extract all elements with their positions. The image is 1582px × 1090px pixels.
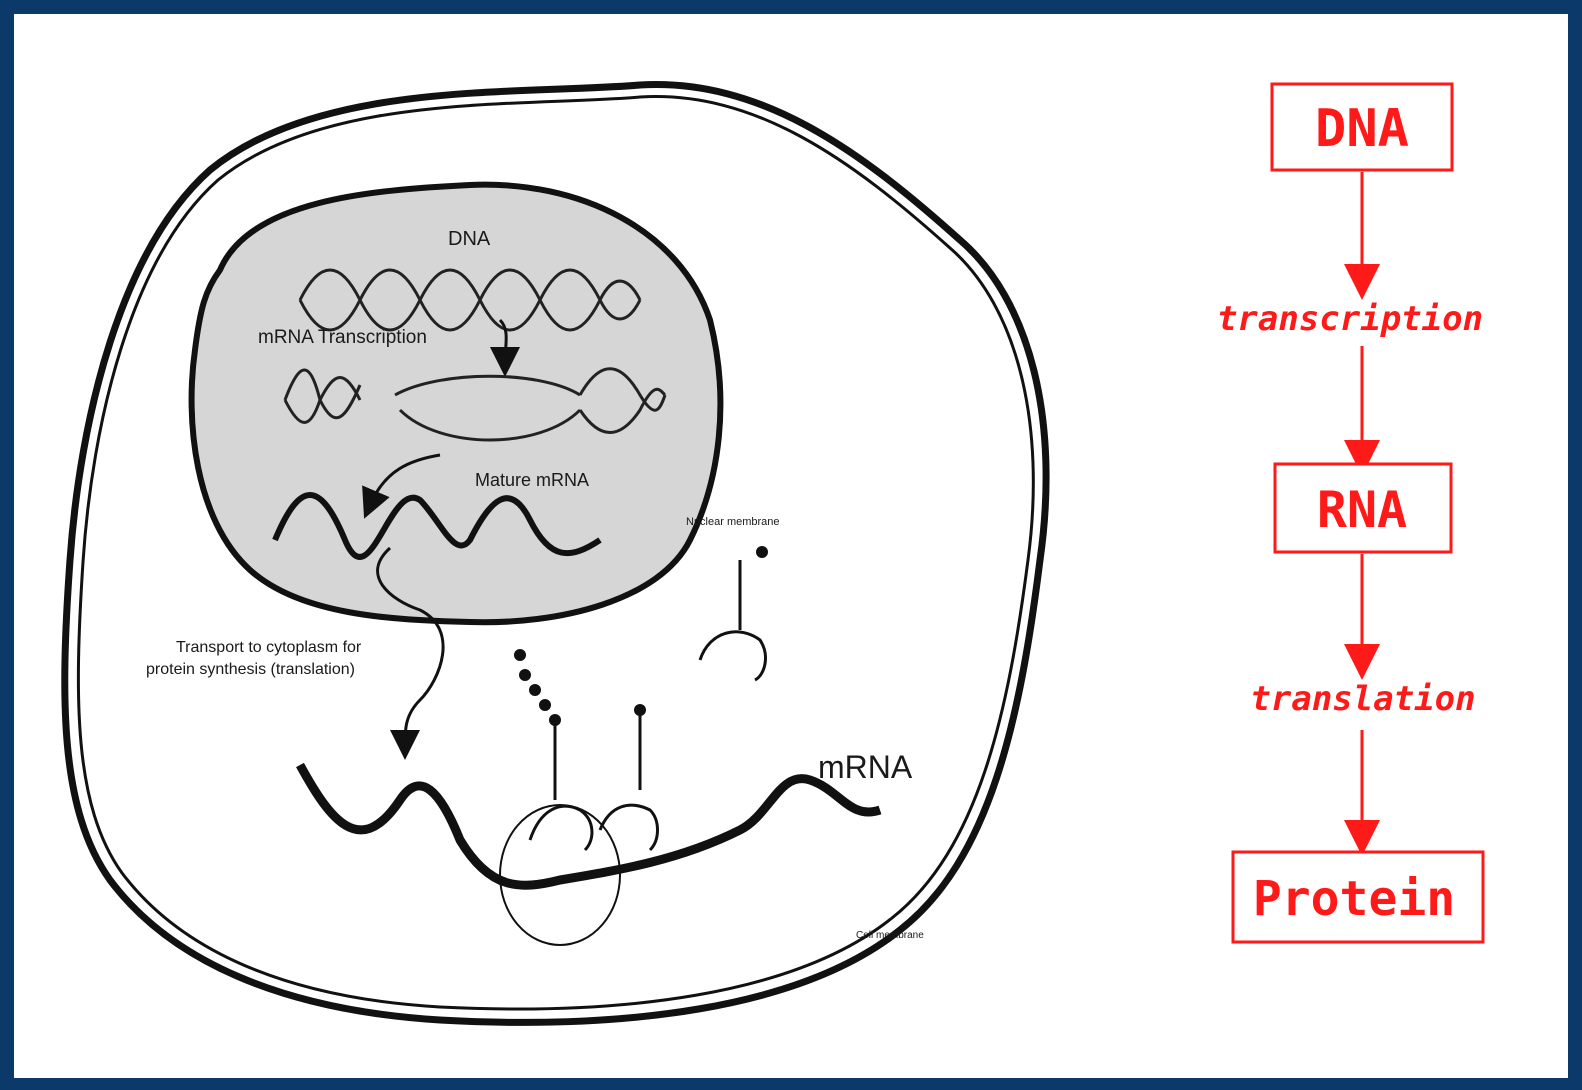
protein-box-label: Protein: [1253, 871, 1455, 927]
translation-step-label: translation: [1250, 679, 1475, 719]
transcription-step-label: transcription: [1217, 299, 1483, 339]
dna-box-label: DNA: [1315, 99, 1409, 159]
rna-box-label: RNA: [1317, 481, 1407, 539]
